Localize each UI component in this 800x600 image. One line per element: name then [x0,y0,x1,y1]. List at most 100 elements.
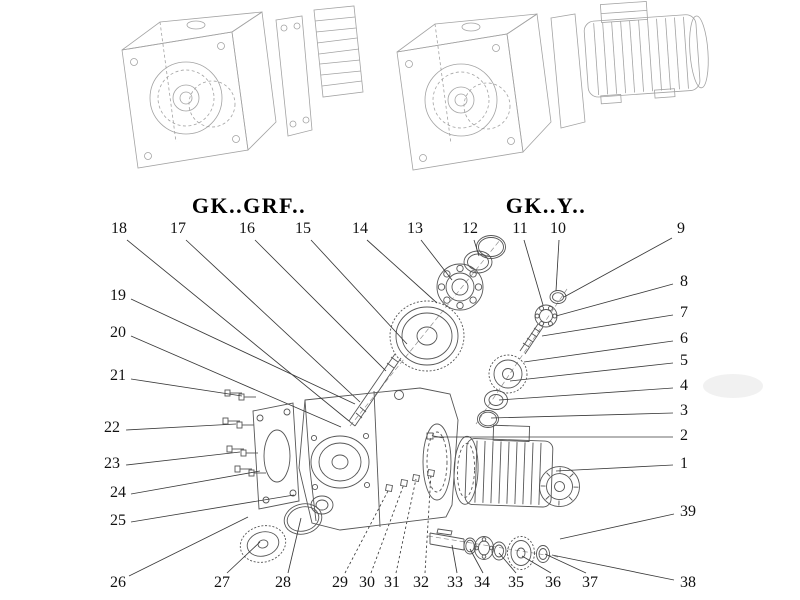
callout-31: 31 [384,574,400,591]
small-ring [310,495,334,515]
callout-20: 20 [110,324,126,341]
output-cover [239,525,287,563]
callout-36: 36 [545,574,561,591]
leader-line-14 [366,239,438,304]
callout-11: 11 [512,220,528,237]
leader-line-35 [498,552,517,574]
callout-1: 1 [680,455,688,472]
callout-6: 6 [680,330,688,347]
leader-line-37 [544,553,587,574]
callout-38: 38 [680,574,696,591]
leader-line-12 [473,239,480,257]
leader-line-29 [344,488,390,574]
leader-line-26 [128,516,249,577]
leader-line-17 [185,239,361,403]
callout-14: 14 [352,220,368,237]
leader-line-4 [498,387,674,401]
leader-line-25 [130,494,295,523]
callout-9: 9 [677,220,685,237]
callout-19: 19 [110,287,126,304]
leader-line-19 [130,298,356,405]
callout-23: 23 [104,455,120,472]
callout-24: 24 [110,484,126,501]
leader-line-38 [551,554,675,581]
mounting-flange [252,402,300,510]
leader-line-34 [469,548,484,574]
output-shaft-assembly [429,528,550,570]
callout-17: 17 [170,220,186,237]
callout-27: 27 [214,574,230,591]
axis-line-bevel [475,288,568,425]
shim-ring [283,503,323,535]
callout-33: 33 [447,574,463,591]
callout-4: 4 [680,377,688,394]
electric-motor-drawing [583,1,709,105]
leader-line-39 [559,513,675,540]
callout-39: 39 [680,503,696,520]
leader-line-3 [490,412,674,419]
motor-bolts [385,469,435,492]
leader-line-5 [509,362,674,382]
callout-26: 26 [110,574,126,591]
leader-line-18 [126,239,350,422]
callout-2: 2 [680,427,688,444]
leader-line-28 [287,517,302,574]
leader-line-30 [370,483,405,574]
leader-line-15 [310,239,408,345]
callout-35: 35 [508,574,524,591]
leader-line-1 [555,464,674,472]
input-flange [275,15,313,137]
bearing-large [436,263,484,311]
leader-line-9 [563,237,673,298]
callout-12: 12 [462,220,478,237]
exploded-view [222,235,580,570]
leader-line-11 [523,239,544,306]
callout-22: 22 [104,419,120,436]
ribbed-adapter-cap [313,5,364,98]
leader-line-7 [541,314,674,337]
callout-37: 37 [582,574,598,591]
leader-line-23 [125,451,241,466]
callout-29: 29 [332,574,348,591]
watermark-smudge [703,374,763,398]
callout-18: 18 [111,220,127,237]
leader-line-24 [130,470,261,495]
callout-16: 16 [239,220,255,237]
bevel-input-parts [477,290,567,428]
callout-5: 5 [680,352,688,369]
gear-housing [298,387,459,531]
callout-25: 25 [110,512,126,529]
series-title-grf: GK..GRF.. [191,193,307,218]
snap-ring [476,235,506,259]
leader-line-21 [130,378,243,397]
gear-large [389,300,465,372]
callout-21: 21 [110,367,126,384]
gearbox-drawing-y [396,1,709,171]
leader-line-10 [555,239,560,292]
callout-7: 7 [680,304,688,321]
leader-line-20 [130,335,342,428]
callout-15: 15 [295,220,311,237]
leader-line-16 [254,239,387,372]
leader-line-13 [420,239,453,281]
callout-34: 34 [474,574,490,591]
callout-32: 32 [413,574,429,591]
series-title-y: GK..Y.. [505,193,587,218]
axis-line-input [349,239,501,427]
leader-line-32 [424,473,432,574]
callout-30: 30 [359,574,375,591]
callout-8: 8 [680,273,688,290]
callout-10: 10 [550,220,566,237]
callout-13: 13 [407,220,423,237]
leader-line-31 [395,478,417,574]
callout-3: 3 [680,402,688,419]
leader-line-36 [521,555,552,574]
callout-lines [125,237,675,581]
callout-28: 28 [275,574,291,591]
motor [453,424,580,508]
leader-line-6 [523,340,674,363]
flange-bolts [222,389,266,477]
gearbox-drawing-grf [121,5,364,169]
